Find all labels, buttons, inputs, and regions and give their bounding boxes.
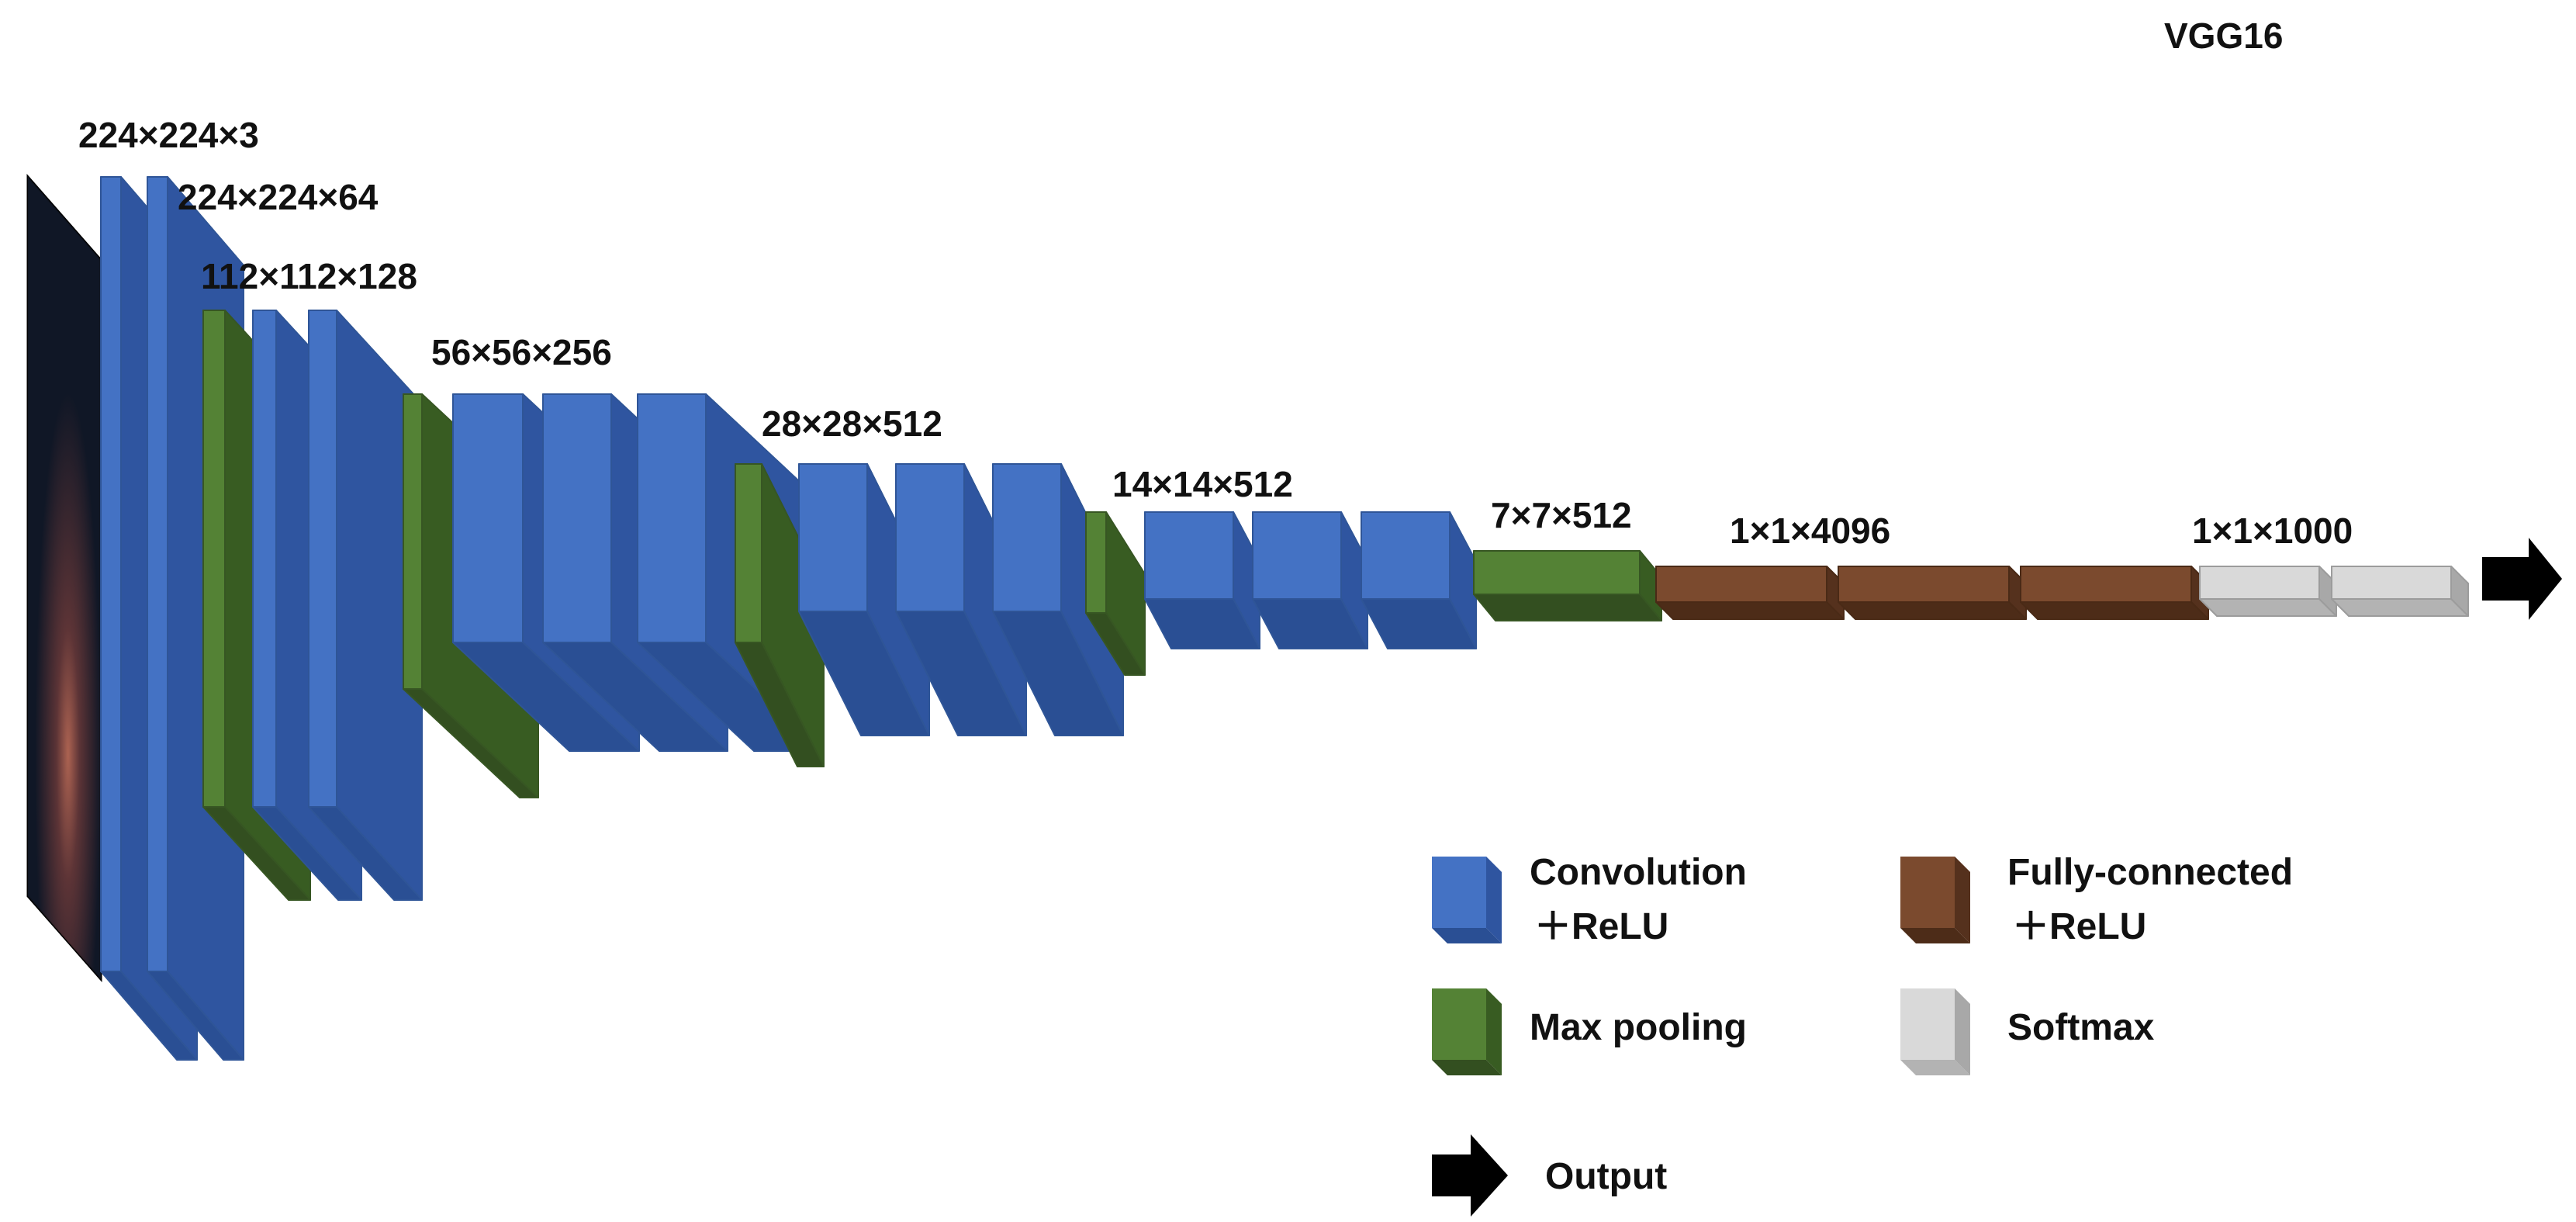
layer-blocks: [100, 176, 2469, 1061]
legend-conv-line1: Convolution: [1530, 852, 1747, 893]
conv-block-front: [100, 176, 122, 972]
conv-block-front: [798, 463, 868, 612]
legend: Convolution ＋ReLU Fully-connected ＋ReLU …: [1432, 852, 2293, 1217]
conv-block-front: [308, 310, 337, 808]
stage-label-input: 224×224×3: [78, 115, 259, 155]
pool-block-front: [1473, 550, 1641, 595]
conv-block-front: [252, 310, 277, 808]
conv-block-front: [1144, 511, 1234, 600]
pool-block-front: [202, 310, 226, 808]
legend-softmax-swatch: [1900, 988, 1970, 1075]
legend-pool: Max pooling: [1530, 1007, 1747, 1048]
stage-label-pool5: 7×7×512: [1491, 495, 1632, 535]
conv-block-front: [895, 463, 965, 612]
conv-block-front: [992, 463, 1062, 612]
legend-fc-line2: ＋ReLU: [2012, 906, 2146, 947]
stage-label-conv3: 56×56×256: [431, 332, 612, 372]
conv-block-15: [1144, 511, 1260, 649]
stage-label-conv1: 224×224×64: [178, 177, 379, 217]
legend-output-arrow: [1432, 1134, 1508, 1217]
diagram-title: VGG16: [2164, 16, 2283, 56]
legend-fc-line1: Fully-connected: [2007, 852, 2293, 893]
legend-output: Output: [1545, 1156, 1667, 1197]
fc-block-front: [1655, 566, 1827, 603]
conv-block-front: [452, 393, 524, 643]
pool-block-14: [1085, 511, 1146, 676]
conv-block-5: [308, 310, 423, 901]
softmax-block-bottom: [2331, 598, 2469, 617]
input-image: [26, 174, 102, 982]
conv-block-front: [542, 393, 612, 643]
pool-block-bottom: [1473, 594, 1662, 621]
pool-block-front: [1085, 511, 1107, 614]
conv-block-front: [637, 393, 707, 643]
conv-block-front: [1361, 511, 1451, 600]
stage-label-conv5: 14×14×512: [1112, 464, 1293, 504]
fc-block-21: [2020, 566, 2209, 620]
pool-block-front: [735, 463, 762, 643]
fc-block-19: [1655, 566, 1845, 620]
stage-label-softmax: 1×1×1000: [2192, 511, 2353, 551]
softmax-block-front: [2199, 566, 2320, 600]
legend-fc-swatch: [1900, 857, 1970, 943]
stage-label-conv4: 28×28×512: [762, 403, 942, 444]
stage-label-conv2: 112×112×128: [201, 256, 417, 296]
fc-block-bottom: [1655, 601, 1845, 620]
conv-block-17: [1361, 511, 1477, 649]
fc-block-bottom: [1838, 601, 2027, 620]
legend-pool-swatch: [1432, 988, 1502, 1075]
pool-block-front: [403, 393, 423, 690]
softmax-block-front: [2331, 566, 2452, 600]
legend-softmax: Softmax: [2007, 1007, 2155, 1048]
fc-block-bottom: [2020, 601, 2209, 620]
fc-block-20: [1838, 566, 2027, 620]
conv-block-front: [1252, 511, 1342, 600]
legend-conv-swatch: [1432, 857, 1502, 943]
conv-block-front: [147, 176, 168, 972]
softmax-block-23: [2331, 566, 2469, 617]
stage-label-fc: 1×1×4096: [1730, 511, 1890, 551]
fc-block-front: [2020, 566, 2192, 603]
output-arrow: [2482, 538, 2562, 620]
conv-block-16: [1252, 511, 1368, 649]
softmax-block-bottom: [2199, 598, 2337, 617]
softmax-block-22: [2199, 566, 2337, 617]
pool-block-18: [1473, 550, 1662, 621]
fc-block-front: [1838, 566, 2010, 603]
legend-conv-line2: ＋ReLU: [1534, 906, 1668, 947]
